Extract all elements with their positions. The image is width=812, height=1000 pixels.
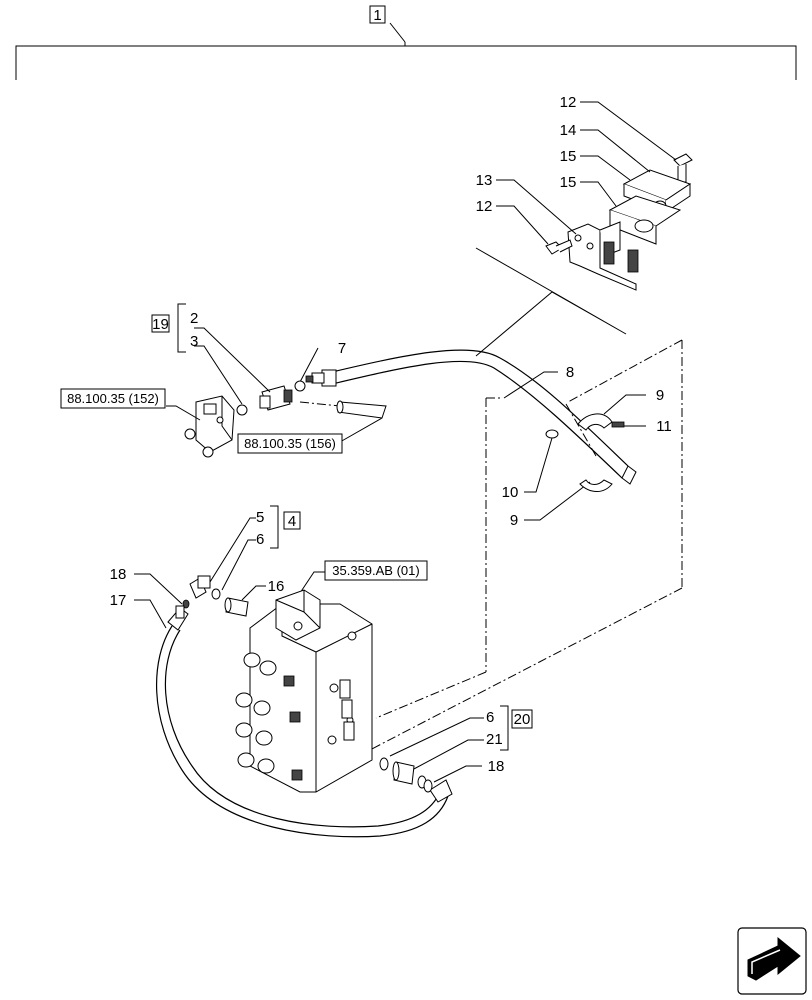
svg-text:16: 16	[268, 578, 285, 595]
svg-text:6: 6	[486, 709, 494, 726]
svg-text:10: 10	[502, 484, 519, 501]
svg-text:35.359.AB (01): 35.359.AB (01)	[332, 563, 419, 578]
svg-text:1: 1	[373, 7, 381, 24]
crossref-35359[interactable]: 35.359.AB (01)	[324, 560, 428, 581]
svg-text:13: 13	[476, 172, 493, 189]
hose-17	[155, 605, 453, 838]
callout-leaders-top	[297, 101, 677, 521]
group-20[interactable]: 20 6 21	[486, 705, 533, 751]
svg-text:18: 18	[488, 758, 505, 775]
svg-text:15: 15	[560, 148, 577, 165]
svg-text:3: 3	[190, 333, 198, 350]
crossref-156[interactable]: 88.100.35 (156)	[237, 433, 343, 454]
svg-text:9: 9	[656, 387, 664, 404]
svg-text:15: 15	[560, 174, 577, 191]
group-4[interactable]: 4 5 6	[256, 505, 301, 549]
svg-text:18: 18	[110, 566, 127, 583]
assembly-bracket	[15, 22, 797, 80]
svg-text:17: 17	[110, 592, 127, 609]
svg-text:20: 20	[514, 711, 531, 728]
top-reference[interactable]: 1	[369, 5, 386, 24]
fittings-group-20	[379, 757, 433, 793]
svg-text:7: 7	[338, 340, 346, 357]
svg-text:12: 12	[476, 198, 493, 215]
group-19[interactable]: 19 2 3	[151, 303, 198, 353]
svg-text:9: 9	[510, 512, 518, 529]
bracket-indicator-lines	[475, 247, 627, 357]
svg-text:88.100.35 (156): 88.100.35 (156)	[244, 436, 336, 451]
svg-text:12: 12	[560, 94, 577, 111]
support-bracket-assembly	[545, 153, 693, 291]
svg-text:8: 8	[566, 364, 574, 381]
callout-leaders-mid	[134, 327, 484, 783]
svg-text:21: 21	[486, 731, 503, 748]
svg-text:14: 14	[560, 122, 577, 139]
svg-text:6: 6	[256, 531, 264, 548]
svg-text:4: 4	[288, 513, 296, 530]
next-page-arrow-icon[interactable]	[737, 927, 807, 995]
callout-numbers: 12 14 15 15 13 12 7 8 9 11 10 9 16 18 17…	[110, 94, 672, 775]
svg-text:88.100.35 (152): 88.100.35 (152)	[67, 391, 159, 406]
crossref-152[interactable]: 88.100.35 (152)	[60, 388, 166, 409]
fittings-group-4	[182, 575, 249, 617]
hose-clamps	[545, 413, 625, 492]
valve-block-small	[184, 395, 235, 458]
main-control-valve	[235, 589, 373, 793]
svg-text:19: 19	[152, 316, 169, 333]
svg-text:11: 11	[656, 418, 672, 435]
phantom-lines	[299, 339, 683, 753]
svg-text:5: 5	[256, 509, 264, 526]
fittings-group-19	[236, 380, 387, 419]
svg-text:2: 2	[190, 310, 198, 327]
